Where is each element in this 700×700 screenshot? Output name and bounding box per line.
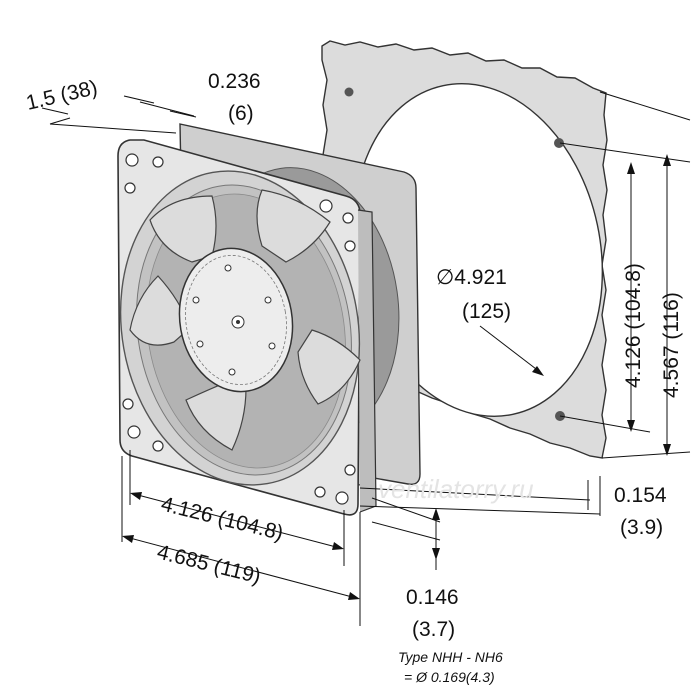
dim-width-horizontal: 4.685 (119): [155, 541, 263, 589]
dim-offset-right-mm: (3.9): [620, 516, 663, 539]
mount-hole: [125, 153, 139, 167]
mount-hole: [342, 212, 354, 224]
gasket-hole: [344, 87, 354, 97]
mount-hole: [124, 182, 136, 194]
note-line-2: = Ø 0.169(4.3): [404, 669, 495, 685]
mount-hole: [152, 440, 164, 452]
type-note: Type NHH - NH6 = Ø 0.169(4.3): [398, 649, 503, 685]
mount-hole: [319, 199, 333, 213]
mount-hole: [335, 491, 349, 505]
note-line-1: Type NHH - NH6: [398, 649, 503, 665]
mount-hole: [344, 240, 356, 252]
mount-hole: [344, 464, 356, 476]
gasket-hole: [554, 138, 564, 148]
mount-hole: [152, 156, 164, 168]
fan-hub: [178, 247, 294, 393]
dim-diameter-mm: (125): [462, 300, 511, 323]
dim-hole-spacing-horizontal: 4.126 (104.8): [159, 493, 286, 546]
watermark: ventilatorry.ru: [378, 474, 534, 504]
dim-diameter-in: ∅4.921: [436, 266, 507, 289]
dim-hole-spacing-vertical: 4.126 (104.8): [622, 263, 645, 388]
dim-offset-bottom-mm: (3.7): [412, 618, 455, 641]
dim-depth: 1.5 (38): [24, 76, 100, 115]
dim-offset-right-in: 0.154: [614, 484, 667, 507]
dim-flange-top-in: 0.236: [208, 70, 261, 93]
dimension-lines: [41, 91, 691, 626]
dim-height-vertical: 4.567 (116): [660, 292, 683, 398]
corner-holes: [122, 153, 356, 505]
mount-hole: [127, 425, 141, 439]
mount-hole: [122, 398, 134, 410]
dim-offset-bottom-in: 0.146: [406, 586, 459, 609]
dim-flange-top-mm: (6): [228, 102, 254, 125]
mount-hole: [314, 486, 326, 498]
